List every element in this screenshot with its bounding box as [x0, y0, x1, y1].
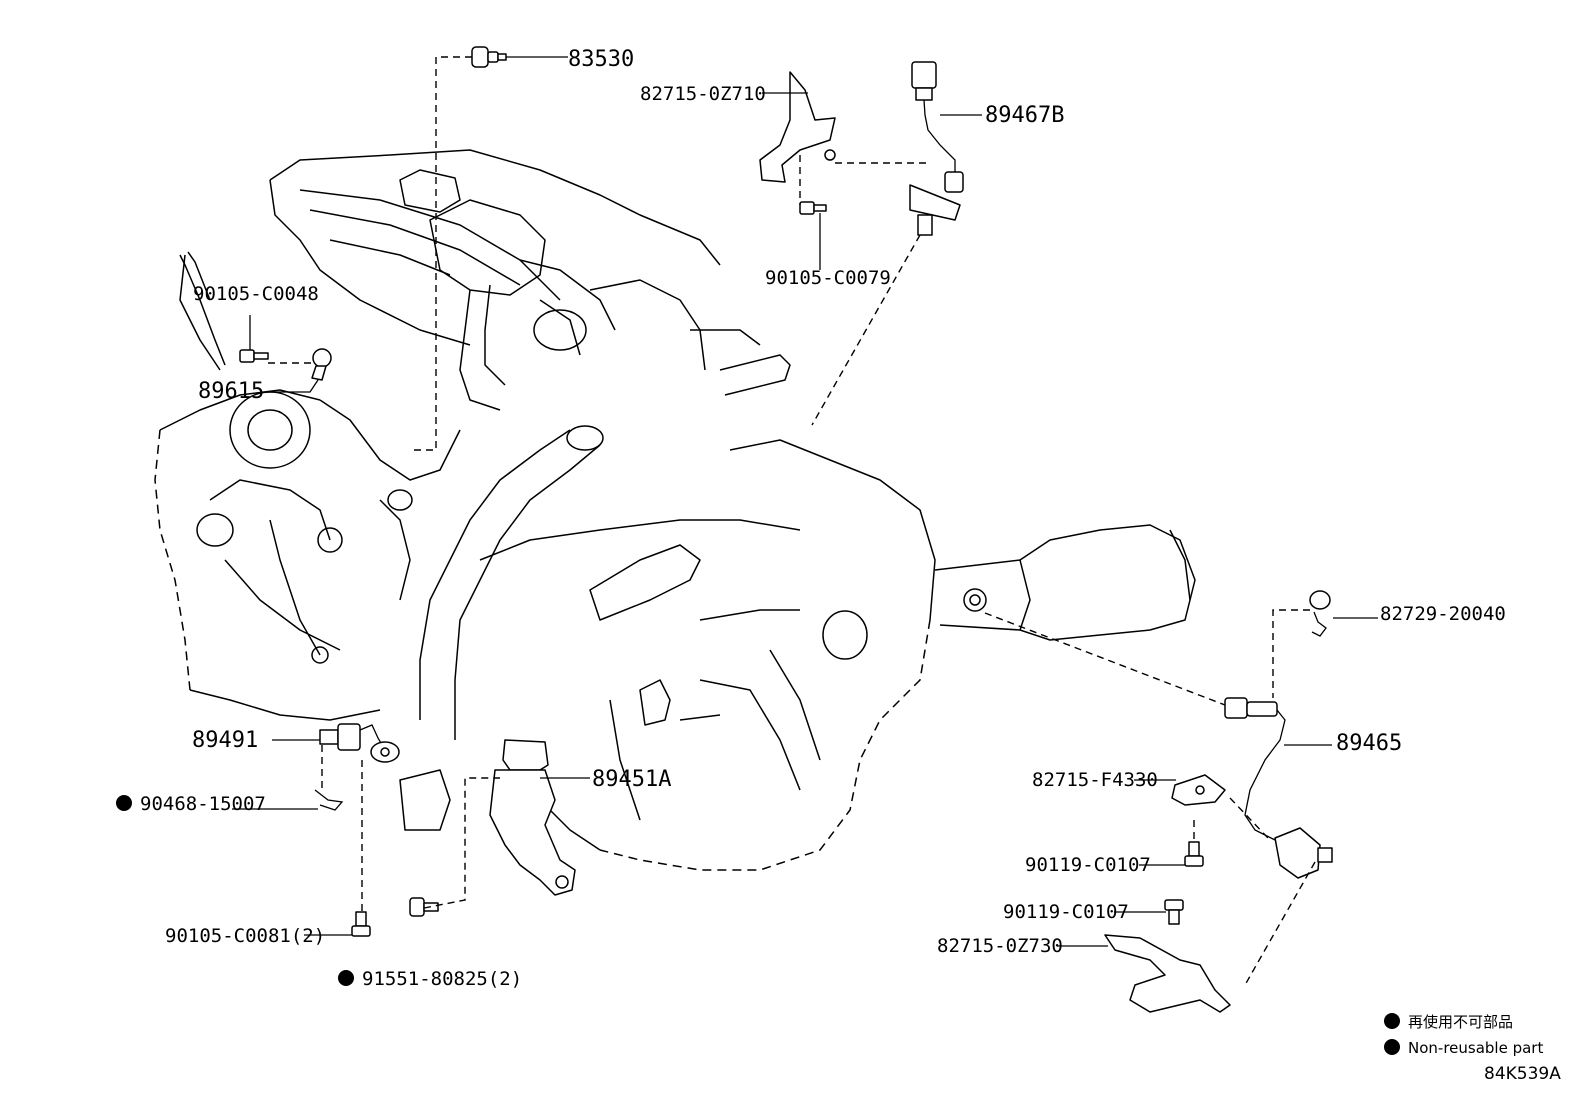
part-83530-switch [471, 46, 507, 68]
label-82715-F4330: 82715-F4330 [1032, 769, 1158, 791]
label-82729-20040: 82729-20040 [1380, 603, 1506, 625]
legend: 再使用不可部品 Non-reusable part [1384, 1013, 1543, 1057]
legend-dot-jp [1384, 1013, 1400, 1029]
label-82715-0Z710: 82715-0Z710 [640, 83, 766, 105]
part-89451A-switch [489, 739, 576, 896]
non-reusable-marker-90468 [116, 795, 132, 811]
label-83530: 83530 [568, 47, 634, 72]
label-90105-C0048: 90105-C0048 [193, 283, 319, 305]
part-90105-C0079-bolt [799, 201, 827, 215]
part-89491-sensor [319, 723, 400, 763]
label-90119-C0107-lower: 90119-C0107 [1003, 901, 1129, 923]
label-90119-C0107-upper: 90119-C0107 [1025, 854, 1151, 876]
part-82715-0Z730-bracket [1104, 934, 1231, 1013]
part-89467B-sensor [909, 61, 964, 236]
part-82715-F4330-bracket [1171, 774, 1226, 806]
label-90468-15007: 90468-15007 [140, 793, 266, 815]
engine-transaxle-drawing [154, 149, 1196, 871]
non-reusable-marker-91551 [338, 970, 354, 986]
label-82715-0Z730: 82715-0Z730 [937, 935, 1063, 957]
label-89451A: 89451A [592, 767, 671, 792]
part-90105-C0048-bolt [239, 349, 269, 363]
part-90119-C0107-bolt-upper [1184, 841, 1204, 867]
label-89615: 89615 [198, 379, 264, 404]
legend-text-jp: 再使用不可部品 [1408, 1013, 1513, 1031]
part-90105-C0081-bolt [351, 911, 371, 937]
label-89491: 89491 [192, 728, 258, 753]
part-82729-20040-clamp [1309, 590, 1331, 637]
part-91551-80825-bolt [409, 897, 439, 917]
legend-dot-en [1384, 1039, 1400, 1055]
legend-text-en: Non-reusable part [1408, 1039, 1543, 1057]
part-89615-sensor [311, 348, 332, 381]
assembly-dashed-lines [268, 56, 1316, 986]
diagram-code: 84K539A [1484, 1064, 1561, 1084]
label-89465: 89465 [1336, 731, 1402, 756]
part-82715-0Z710-bracket [759, 71, 836, 183]
part-90468-15007-clip [314, 789, 344, 811]
part-90119-C0107-bolt-lower [1164, 899, 1184, 925]
label-90105-C0081: 90105-C0081(2) [165, 925, 325, 947]
label-90105-C0079: 90105-C0079 [765, 267, 891, 289]
part-89465-sensor [1224, 697, 1333, 879]
label-91551-80825: 91551-80825(2) [362, 968, 522, 990]
label-89467B: 89467B [985, 103, 1064, 128]
leader-lines [232, 56, 1378, 947]
